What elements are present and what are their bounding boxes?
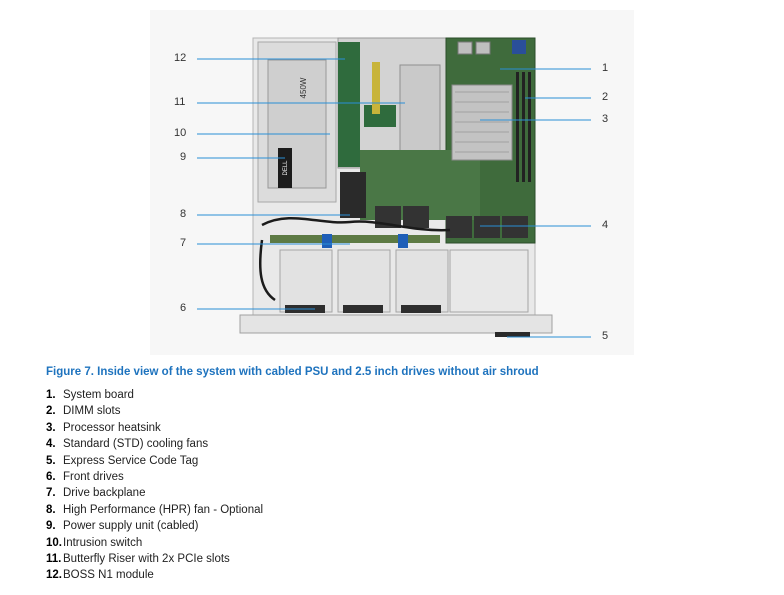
legend-item: 4.Standard (STD) cooling fans: [46, 438, 209, 451]
dimm-slots: [516, 72, 531, 182]
express-service-code-tag: [495, 332, 530, 337]
callout-legend: 1.System board 2.DIMM slots 3.Processor …: [46, 387, 263, 584]
legend-item: 12.BOSS N1 module: [46, 569, 154, 582]
callout-5: 5: [602, 330, 609, 342]
callout-7: 7: [180, 237, 187, 249]
callout-1: 1: [602, 62, 609, 74]
server-illustration: DELL 450W: [197, 37, 591, 338]
callout-2: 2: [602, 91, 609, 103]
callout-8: 8: [180, 208, 187, 220]
psu-brand-text: DELL: [283, 160, 289, 176]
drive-backplane: [270, 235, 440, 243]
callout-9: 9: [180, 151, 187, 163]
legend-item: 9.Power supply unit (cabled): [46, 520, 199, 533]
callout-10: 10: [174, 127, 187, 139]
legend-item: 3.Processor heatsink: [46, 421, 161, 434]
callout-6: 6: [180, 302, 187, 314]
front-bezel: [239, 314, 553, 334]
figure-caption: Figure 7. Inside view of the system with…: [46, 366, 539, 378]
callout-3: 3: [602, 113, 609, 125]
legend-item: 11.Butterfly Riser with 2x PCIe slots: [46, 552, 230, 565]
callout-leader-lines: [197, 58, 591, 338]
standard-cooling-fans: [375, 206, 528, 238]
front-drives: [279, 249, 529, 313]
legend-item: 2.DIMM slots: [46, 405, 121, 418]
callout-4: 4: [602, 219, 609, 231]
legend-item: 6.Front drives: [46, 470, 124, 483]
psu-wattage-text: 450W: [299, 77, 308, 98]
legend-item: 10.Intrusion switch: [46, 536, 143, 549]
legend-item: 7.Drive backplane: [46, 487, 146, 500]
legend-item: 8.High Performance (HPR) fan - Optional: [46, 503, 264, 516]
hpr-fan: [340, 172, 366, 218]
callout-12: 12: [174, 52, 187, 64]
legend-item: 1.System board: [46, 389, 134, 401]
callout-11: 11: [174, 96, 186, 108]
legend-item: 5.Express Service Code Tag: [46, 454, 199, 467]
server-inside-view-figure: DELL 450W: [150, 10, 634, 355]
